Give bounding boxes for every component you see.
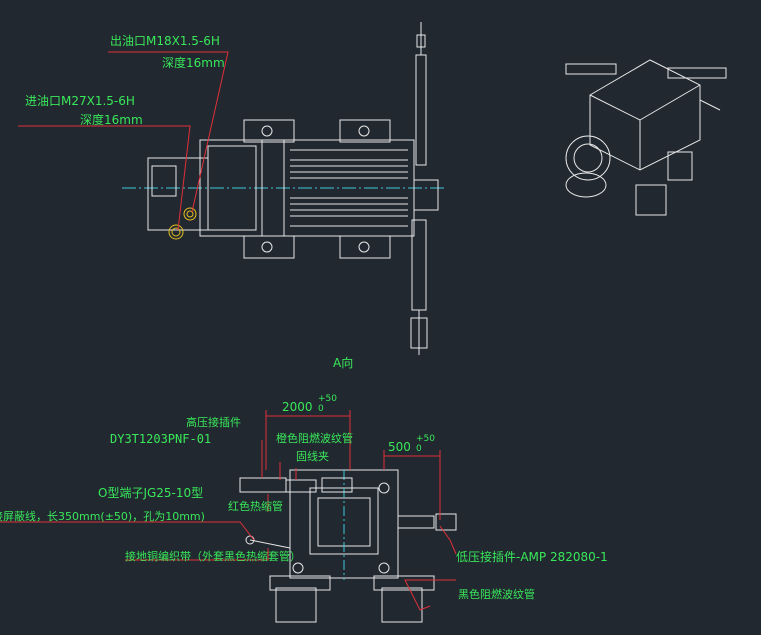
- o-terminal-label: O型端子JG25-10型: [98, 486, 204, 500]
- hv-connector-label: 高压接插件: [186, 416, 241, 429]
- dim-500-tol-low: 0: [416, 444, 422, 454]
- dim-2000-tol: +50: [318, 394, 337, 404]
- motor-fins: [290, 159, 408, 217]
- isometric-view-pump: [565, 59, 727, 216]
- dim-2000: 2000: [282, 400, 313, 414]
- hv-part-label: DY3T1203PNF-01: [110, 432, 212, 446]
- dim-500-tol: +50: [416, 434, 435, 444]
- outlet-port-label: 出油口M18X1.5-6H: [110, 34, 220, 48]
- outlet-depth-label: 深度16mm: [162, 56, 225, 70]
- dim-500: 500: [388, 440, 411, 454]
- dimension-lines: [265, 410, 441, 520]
- black-conduit-label: 黑色阻燃波纹管: [458, 588, 535, 601]
- inlet-depth-label: 深度16mm: [80, 113, 143, 127]
- shield-wire-label: 接屏蔽线，长350mm(±50)，孔为10mm): [0, 510, 205, 523]
- dim-2000-tol-low: 0: [318, 404, 324, 414]
- bottom-view-pump-assembly: [239, 469, 457, 623]
- bottom-view-leaders: [0, 440, 457, 611]
- red-sleeve-label: 红色热缩管: [228, 500, 283, 513]
- lv-connector-label: 低压接插件-AMP 282080-1: [456, 550, 608, 564]
- top-view-leaders: [18, 51, 229, 231]
- ground-braid-label: 接地铜编织带（外套黑色热缩套管）: [125, 550, 301, 563]
- inlet-port-label: 进油口M27X1.5-6H: [25, 94, 135, 108]
- clamp-label: 固线夹: [296, 450, 329, 463]
- orange-conduit-label: 橙色阻燃波纹管: [276, 432, 353, 445]
- view-a-label: A向: [333, 356, 354, 370]
